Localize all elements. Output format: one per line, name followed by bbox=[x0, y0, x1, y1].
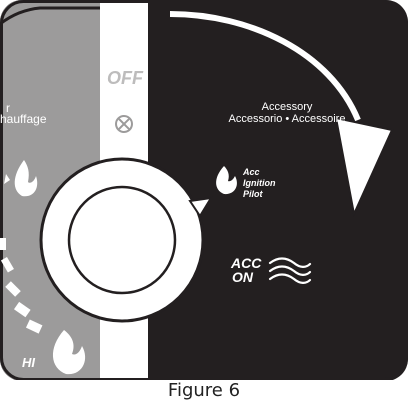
panel-border bbox=[0, 0, 408, 381]
pointer-triangle-icon bbox=[188, 196, 213, 218]
left-label-line2: hauffage bbox=[0, 112, 47, 126]
hi-label: HI bbox=[22, 355, 35, 370]
figure-caption: Figure 6 bbox=[167, 380, 241, 401]
acc-on-line2: ON bbox=[232, 269, 253, 285]
acc-on-line1: ACC bbox=[231, 255, 262, 271]
control-panel: OFF r hauffage HI Accessory Accessorio •… bbox=[0, 0, 408, 381]
accessory-line1: Accessory bbox=[261, 101, 313, 113]
hi-flame-icon bbox=[52, 330, 86, 375]
control-knob[interactable] bbox=[39, 157, 205, 323]
accessory-line2: Accessorio • Accessoire bbox=[228, 113, 346, 125]
control-panel-svg bbox=[0, 0, 408, 381]
air-waves-icon bbox=[268, 257, 312, 284]
acc-small-line3: Pilot bbox=[243, 189, 263, 199]
off-symbol-icon bbox=[115, 115, 133, 133]
left-edge-curve bbox=[0, 6, 100, 26]
flame-icon bbox=[4, 160, 38, 197]
acc-flame-icon bbox=[216, 166, 237, 195]
flame-level-ticks bbox=[0, 238, 43, 334]
acc-small-line1: Acc bbox=[243, 167, 260, 177]
left-label-line1: r bbox=[6, 101, 10, 115]
rotation-arrow-icon bbox=[169, 11, 394, 218]
acc-small-line2: Ignition bbox=[243, 178, 276, 188]
off-label: OFF bbox=[107, 68, 143, 88]
